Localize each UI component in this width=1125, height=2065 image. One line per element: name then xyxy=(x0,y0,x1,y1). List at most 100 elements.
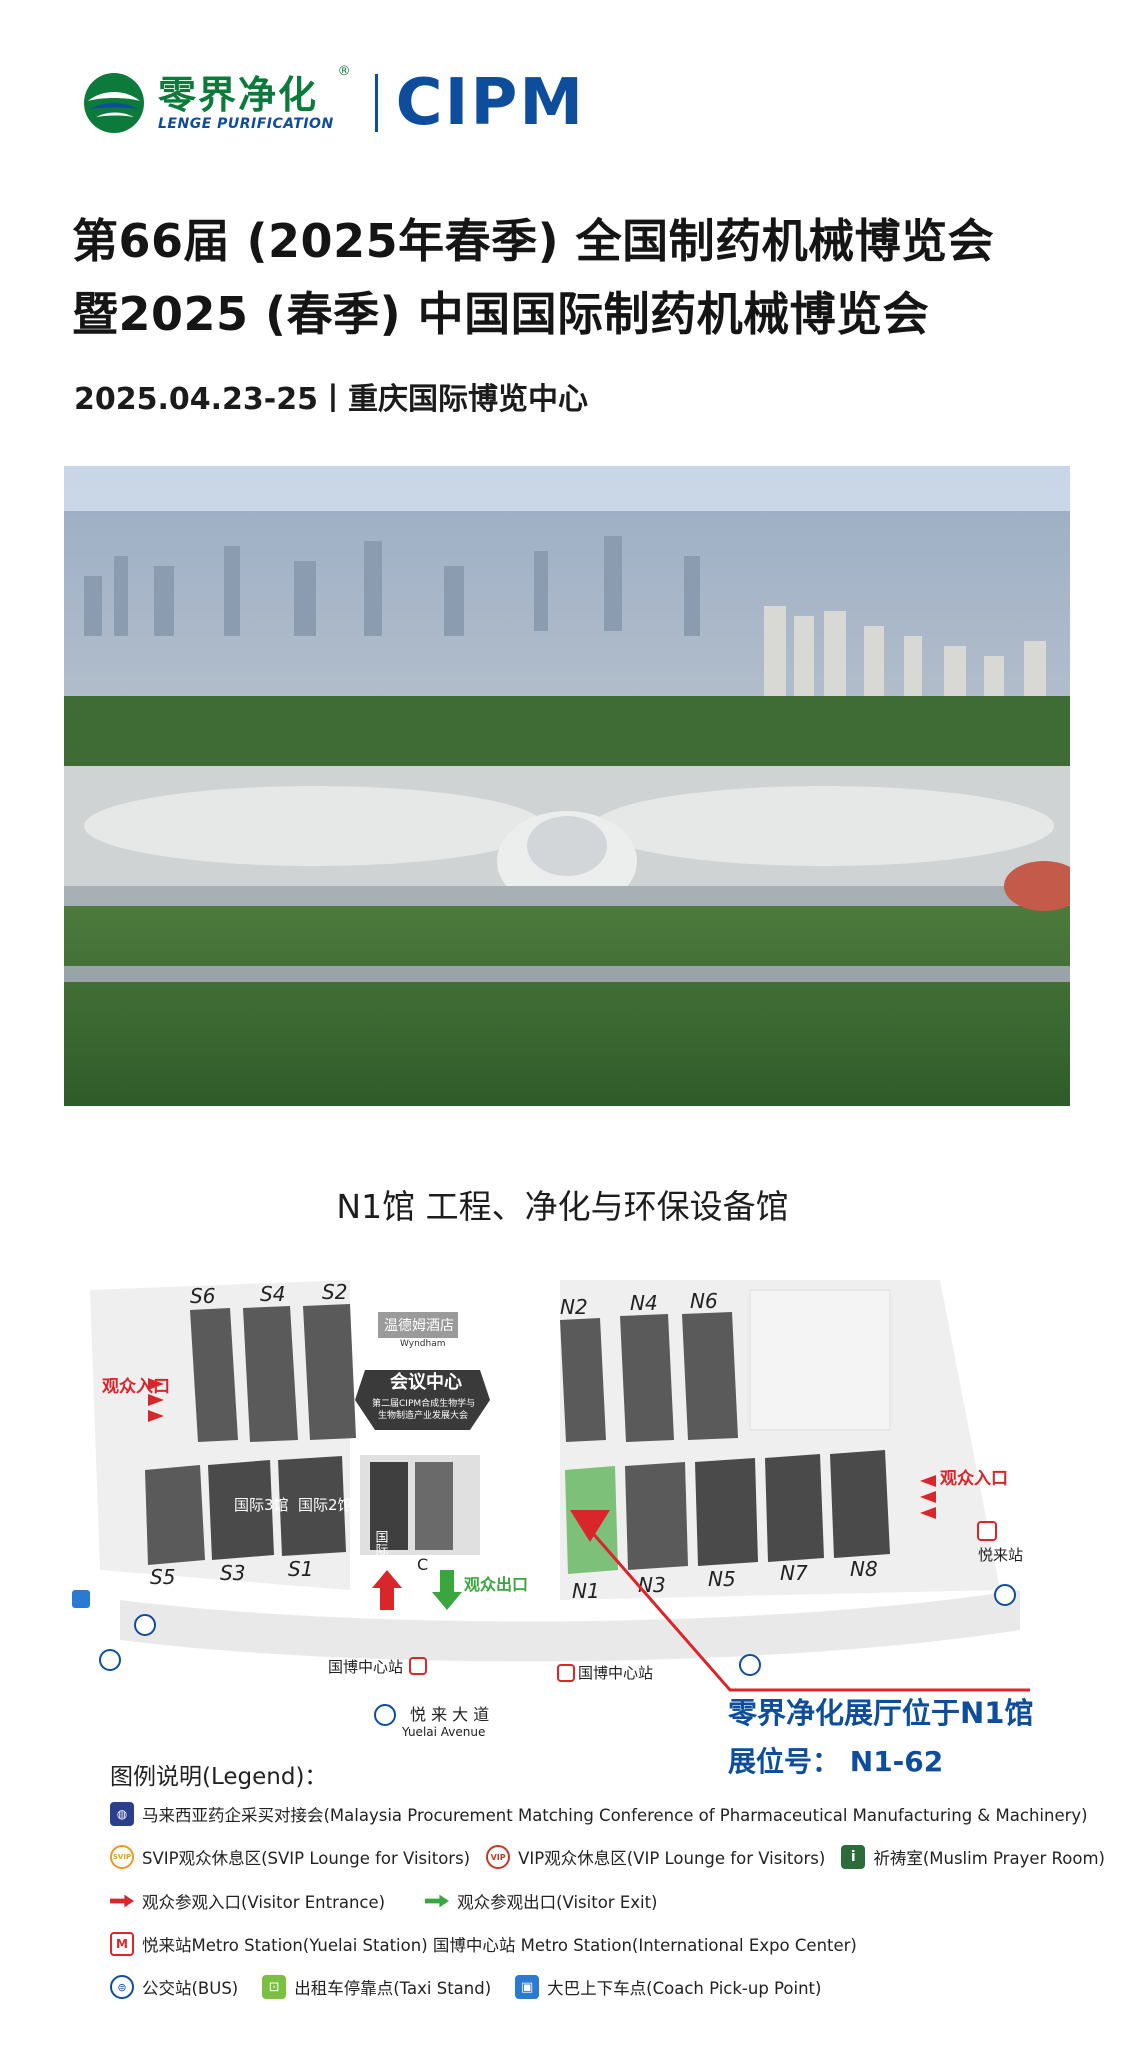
header-logos: 零界净化 LENGE PURIFICATION ® CIPM xyxy=(82,64,585,142)
legend-item: 观众参观入口(Visitor Entrance) xyxy=(110,1889,385,1913)
booth-marker-icon xyxy=(570,1510,610,1542)
legend-title: 图例说明(Legend)： xyxy=(110,1764,328,1790)
legend-item: SVIP SVIP观众休息区(SVIP Lounge for Visitors) xyxy=(110,1845,470,1869)
hotel-label: 温德姆酒店 xyxy=(384,1318,454,1334)
hall-label: S2 xyxy=(322,1280,347,1304)
legend-item: VIP VIP观众休息区(VIP Lounge for Visitors) xyxy=(486,1845,825,1869)
hall-label: N8 xyxy=(850,1557,878,1581)
legend-item: 观众参观出口(Visitor Exit) xyxy=(425,1889,658,1913)
legend-text: 马来西亚药企采买对接会(Malaysia Procurement Matchin… xyxy=(142,1806,1088,1825)
hall-n4 xyxy=(620,1314,674,1442)
north-building xyxy=(749,1289,891,1431)
hotel-en-label: Wyndham xyxy=(400,1339,445,1349)
coach-stop-icon xyxy=(72,1590,90,1608)
booth-callout-line xyxy=(588,1529,1030,1692)
conference-center xyxy=(355,1370,490,1430)
hotel-block xyxy=(378,1312,458,1338)
vip-icon: VIP xyxy=(486,1845,511,1869)
hall-label: N5 xyxy=(708,1567,736,1591)
hall-title: N1馆 工程、净化与环保设备馆 xyxy=(336,1187,789,1226)
hall-n2 xyxy=(560,1318,606,1442)
legend-text: 公交站(BUS) xyxy=(142,1979,239,1998)
venue-map: S6 S4 S2 S5 S3 S1 国际3馆 国际2馆 观众入口 温德姆酒店 W… xyxy=(72,1280,1030,1739)
taxi-icon: ⊡ xyxy=(262,1975,287,1999)
booth-number-label: 展位号： xyxy=(728,1745,841,1778)
legend-item: ◍ 马来西亚药企采买对接会(Malaysia Procurement Match… xyxy=(110,1802,1088,1826)
hall-label: N3 xyxy=(638,1573,666,1597)
legend-row: ⊜ 公交站(BUS) ⊡ 出租车停靠点(Taxi Stand) ▣ 大巴上下车点… xyxy=(110,1975,837,1999)
metro-expo-icon xyxy=(409,1657,427,1675)
coach-icon: ▣ xyxy=(515,1975,540,1999)
entrance-arrows-east xyxy=(920,1475,936,1519)
bus-icon: ⊜ xyxy=(110,1975,134,1999)
legend-text: 观众参观出口(Visitor Exit) xyxy=(457,1893,658,1912)
event-title-line1: 第66届 (2025年春季) 全国制药机械博览会 xyxy=(72,214,995,268)
legend-text: 出租车停靠点(Taxi Stand) xyxy=(294,1979,492,1998)
hall-s3 xyxy=(208,1460,274,1560)
conference-sub2: 生物制造产业发展大会 xyxy=(378,1409,468,1421)
hall2-label: 国际2馆 xyxy=(298,1496,353,1514)
legend-text: 大巴上下车点(Coach Pick-up Point) xyxy=(547,1979,822,1998)
expo-center-aerial-photo xyxy=(64,466,1070,1106)
international-hall-1 xyxy=(370,1462,408,1550)
logo-cn-text: 零界净化 xyxy=(158,73,319,117)
entrance-arrow-icon xyxy=(110,1894,134,1908)
metro-expo-icon-east xyxy=(557,1664,575,1682)
legend-row: ◍ 马来西亚药企采买对接会(Malaysia Procurement Match… xyxy=(110,1802,1104,1826)
legend-text: 观众参观入口(Visitor Entrance) xyxy=(142,1893,386,1912)
hall-n5 xyxy=(695,1458,758,1566)
legend-text: 祈祷室(Muslim Prayer Room) xyxy=(873,1849,1105,1868)
center-label: C xyxy=(417,1555,428,1574)
legend-item: ⊡ 出租车停靠点(Taxi Stand) xyxy=(262,1975,491,1999)
hall-label: S6 xyxy=(190,1284,215,1308)
bus-stop-icons xyxy=(99,1584,1016,1726)
expo-station-label-west: 国博中心站 xyxy=(328,1658,403,1676)
legend-text: VIP观众休息区(VIP Lounge for Visitors) xyxy=(518,1849,826,1868)
cipm-logo: CIPM xyxy=(395,66,586,140)
legend-text: SVIP观众休息区(SVIP Lounge for Visitors) xyxy=(142,1849,471,1868)
booth-location-text: 零界净化展厅位于N1馆 xyxy=(728,1696,1034,1730)
hall-label: S3 xyxy=(220,1561,245,1585)
legend-row: SVIP SVIP观众休息区(SVIP Lounge for Visitors)… xyxy=(110,1845,1121,1869)
legend-item: ▣ 大巴上下车点(Coach Pick-up Point) xyxy=(515,1975,821,1999)
event-title-line2: 暨2025 (春季) 中国国际制药机械博览会 xyxy=(72,287,930,341)
metro-icon: M xyxy=(110,1932,134,1956)
legend-item: M 悦来站Metro Station(Yuelai Station) 国博中心站… xyxy=(110,1932,857,1956)
legend-row: M 悦来站Metro Station(Yuelai Station) 国博中心站… xyxy=(110,1932,873,1956)
hall-s5 xyxy=(145,1465,205,1565)
metro-yuelai-icon xyxy=(977,1521,997,1541)
hall3-label: 国际3馆 xyxy=(234,1496,289,1514)
hall-label: S4 xyxy=(260,1282,285,1306)
avenue-en-label: Yuelai Avenue xyxy=(401,1725,485,1739)
exit-arrow-icon xyxy=(425,1894,450,1908)
legend-item: ⊜ 公交站(BUS) xyxy=(110,1975,238,1999)
bio-manufacturing-zone xyxy=(415,1462,453,1550)
exit-label: 观众出口 xyxy=(464,1575,528,1594)
hall-label: N2 xyxy=(560,1295,588,1319)
booth-number-value: N1-62 xyxy=(849,1745,944,1778)
event-date-venue: 2025.04.23-25丨重庆国际博览中心 xyxy=(74,382,588,417)
hall1-label: 国际1馆 xyxy=(373,1530,389,1578)
hall-n6 xyxy=(682,1312,738,1440)
entrance-label-east: 观众入口 xyxy=(939,1468,1008,1489)
legend-row: 观众参观入口(Visitor Entrance) 观众参观出口(Visitor … xyxy=(110,1889,674,1913)
avenue-road xyxy=(120,1590,1020,1662)
malaysia-meeting-icon: ◍ xyxy=(110,1802,134,1826)
hall-label: S1 xyxy=(288,1557,313,1581)
registered-mark: ® xyxy=(337,64,351,79)
aerial-photo-illustration xyxy=(64,466,1070,1106)
booth-number-row: 展位号： N1-62 xyxy=(728,1740,943,1780)
expo-station-label-east: 国博中心站 xyxy=(578,1664,653,1682)
hall-label: N4 xyxy=(630,1291,658,1315)
hall-s1 xyxy=(278,1456,346,1556)
logo-divider xyxy=(374,74,378,132)
legend-item: i 祈祷室(Muslim Prayer Room) xyxy=(841,1845,1105,1869)
hall-label: N1 xyxy=(572,1579,600,1603)
hall-label: N6 xyxy=(690,1289,718,1313)
exit-arrow-center xyxy=(432,1570,462,1610)
entrance-label-west: 观众入口 xyxy=(101,1376,170,1397)
conference-label: 会议中心 xyxy=(390,1371,462,1393)
lenge-logo-icon xyxy=(84,73,144,133)
logo-en-text: LENGE PURIFICATION xyxy=(158,116,334,132)
entrance-arrows-west xyxy=(148,1378,164,1422)
